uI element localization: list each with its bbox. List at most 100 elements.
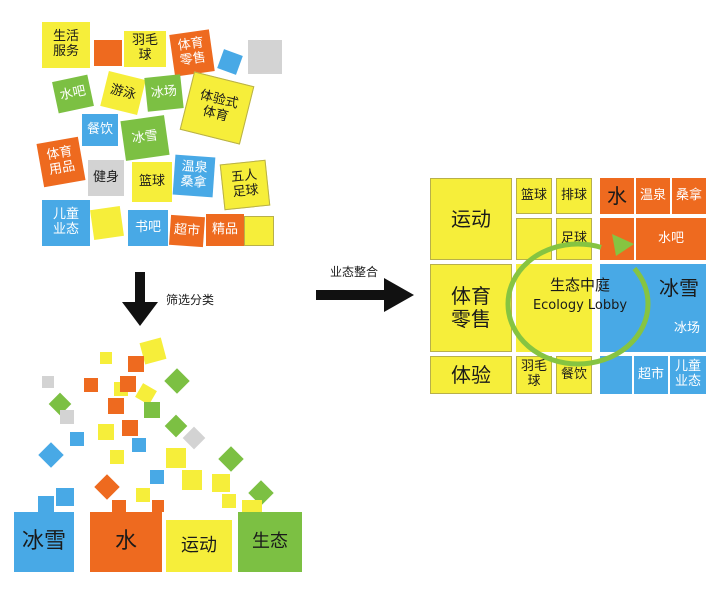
cell-blue [600,356,632,394]
tile-boutique: 精品 [206,214,244,246]
tile-dining: 餐饮 [82,114,118,146]
cell-label: 餐饮 [560,366,587,382]
scatter-tile [164,414,188,438]
cell-hot-spring: 温泉 [636,178,670,214]
tile-ice-rink: 冰场 [144,74,184,112]
scatter-tile [136,488,150,502]
cell-label: 篮球 [520,187,547,203]
scatter-tile [100,352,112,364]
scatter-tile [128,356,144,372]
scatter-tile [38,496,54,512]
integrate-label: 业态整合 [330,265,379,279]
tile-label: 水吧 [58,83,88,104]
scatter-tile [152,500,164,512]
cell-basketball: 篮球 [516,178,552,214]
scatter-tile [38,442,64,468]
tile-label: 冰场 [150,83,178,101]
cell-label: 冰雪 [659,275,699,300]
group-label: 冰雪 [21,529,66,555]
cell-label: 水吧 [657,230,684,246]
tile-label: 体验式 体育 [198,87,240,125]
scatter-tile [56,488,74,506]
cell-label: 体验 [451,362,491,387]
tile-ice-snow: 冰雪 [120,115,170,161]
tile-label: 羽毛 球 [131,33,158,63]
tile-basketball: 篮球 [132,162,172,202]
group-label: 水 [114,529,137,555]
tile-label: 游泳 [108,81,138,103]
scatter-tile [112,500,126,514]
cell-sports-retail: 体育 零售 [430,264,512,352]
scatter-tile [60,410,74,424]
group-label: 生态 [252,530,288,552]
cell-sports: 运动 [430,178,512,260]
cycle-ring-icon [505,234,651,367]
cell-label: 水 [607,183,627,208]
cell-label: 桑拿 [675,187,702,203]
cell-label: 儿童 业态 [674,359,701,389]
tile-yellow-square [244,216,274,246]
cell-ice-rink: 冰场 [668,310,706,348]
tile-label: 篮球 [138,173,165,189]
scatter-tile [212,474,230,492]
tile-label: 超市 [173,221,201,239]
group-sports: 运动 [166,520,232,572]
tile-label: 冰雪 [130,127,159,147]
tile-label: 体育 用品 [45,144,77,179]
ecology-lobby-cn: 生态中庭 [549,276,610,295]
cell-badminton: 羽毛 球 [516,356,552,394]
tile-sports-goods: 体育 用品 [36,136,86,188]
cell-label: 温泉 [639,187,666,203]
cell-label: 超市 [637,366,664,382]
tile-label: 五人 足球 [230,167,260,201]
tile-label: 生活 服务 [52,29,79,59]
group-label: 运动 [181,534,217,556]
scatter-tile [98,424,114,440]
tile-label: 儿童 业态 [52,207,79,237]
scatter-tile [108,398,124,414]
right-arrow-icon [316,278,414,312]
tile-hot-spring-sauna: 温泉 桑拿 [172,154,216,198]
scatter-tile [122,420,138,436]
cell-ice-snow: 冰雪 [652,270,706,306]
scatter-tile [222,494,236,508]
tile-experiential-sports: 体验式 体育 [179,71,255,145]
group-ecology: 生态 [238,512,302,572]
cell-football: 足球 [556,218,592,260]
scatter-tile [182,470,202,490]
scatter-tile [144,402,160,418]
scatter-tile [164,368,190,394]
scatter-tile [120,376,136,392]
tile-label: 书吧 [134,219,161,235]
cell-ecology-yellow [516,264,592,352]
tile-orange-square [94,40,122,66]
scatter-tile [182,426,206,450]
tile-label: 温泉 桑拿 [180,159,209,191]
cell-volleyball: 排球 [556,178,592,214]
scatter-tile [94,474,120,500]
cell-label: 冰场 [673,320,700,336]
tile-fitness: 健身 [88,160,124,196]
tile-kids-format: 儿童 业态 [42,200,90,246]
scatter-tile [70,432,84,446]
group-water: 水 [90,512,162,572]
filter-label: 筛选分类 [166,293,215,307]
scatter-tile [150,470,164,484]
tile-gray-square [248,40,282,74]
tile-badminton: 羽毛 球 [124,31,166,67]
cell-label: 运动 [451,206,491,231]
tile-water-bar: 水吧 [52,74,94,114]
scatter-tile [218,446,244,472]
scatter-tile [166,448,186,468]
scatter-tile [84,378,98,392]
cell-water: 水 [600,178,634,214]
tile-supermarket: 超市 [168,214,206,248]
tile-blue-square [217,49,243,75]
ecology-lobby-en: Ecology Lobby [532,297,628,313]
tile-label: 餐饮 [86,121,113,137]
cell-label: 排球 [560,187,587,203]
down-arrow-icon [122,272,158,326]
scatter-tile [132,438,146,452]
scatter-tile [110,450,124,464]
cell-sauna: 桑拿 [672,178,706,214]
